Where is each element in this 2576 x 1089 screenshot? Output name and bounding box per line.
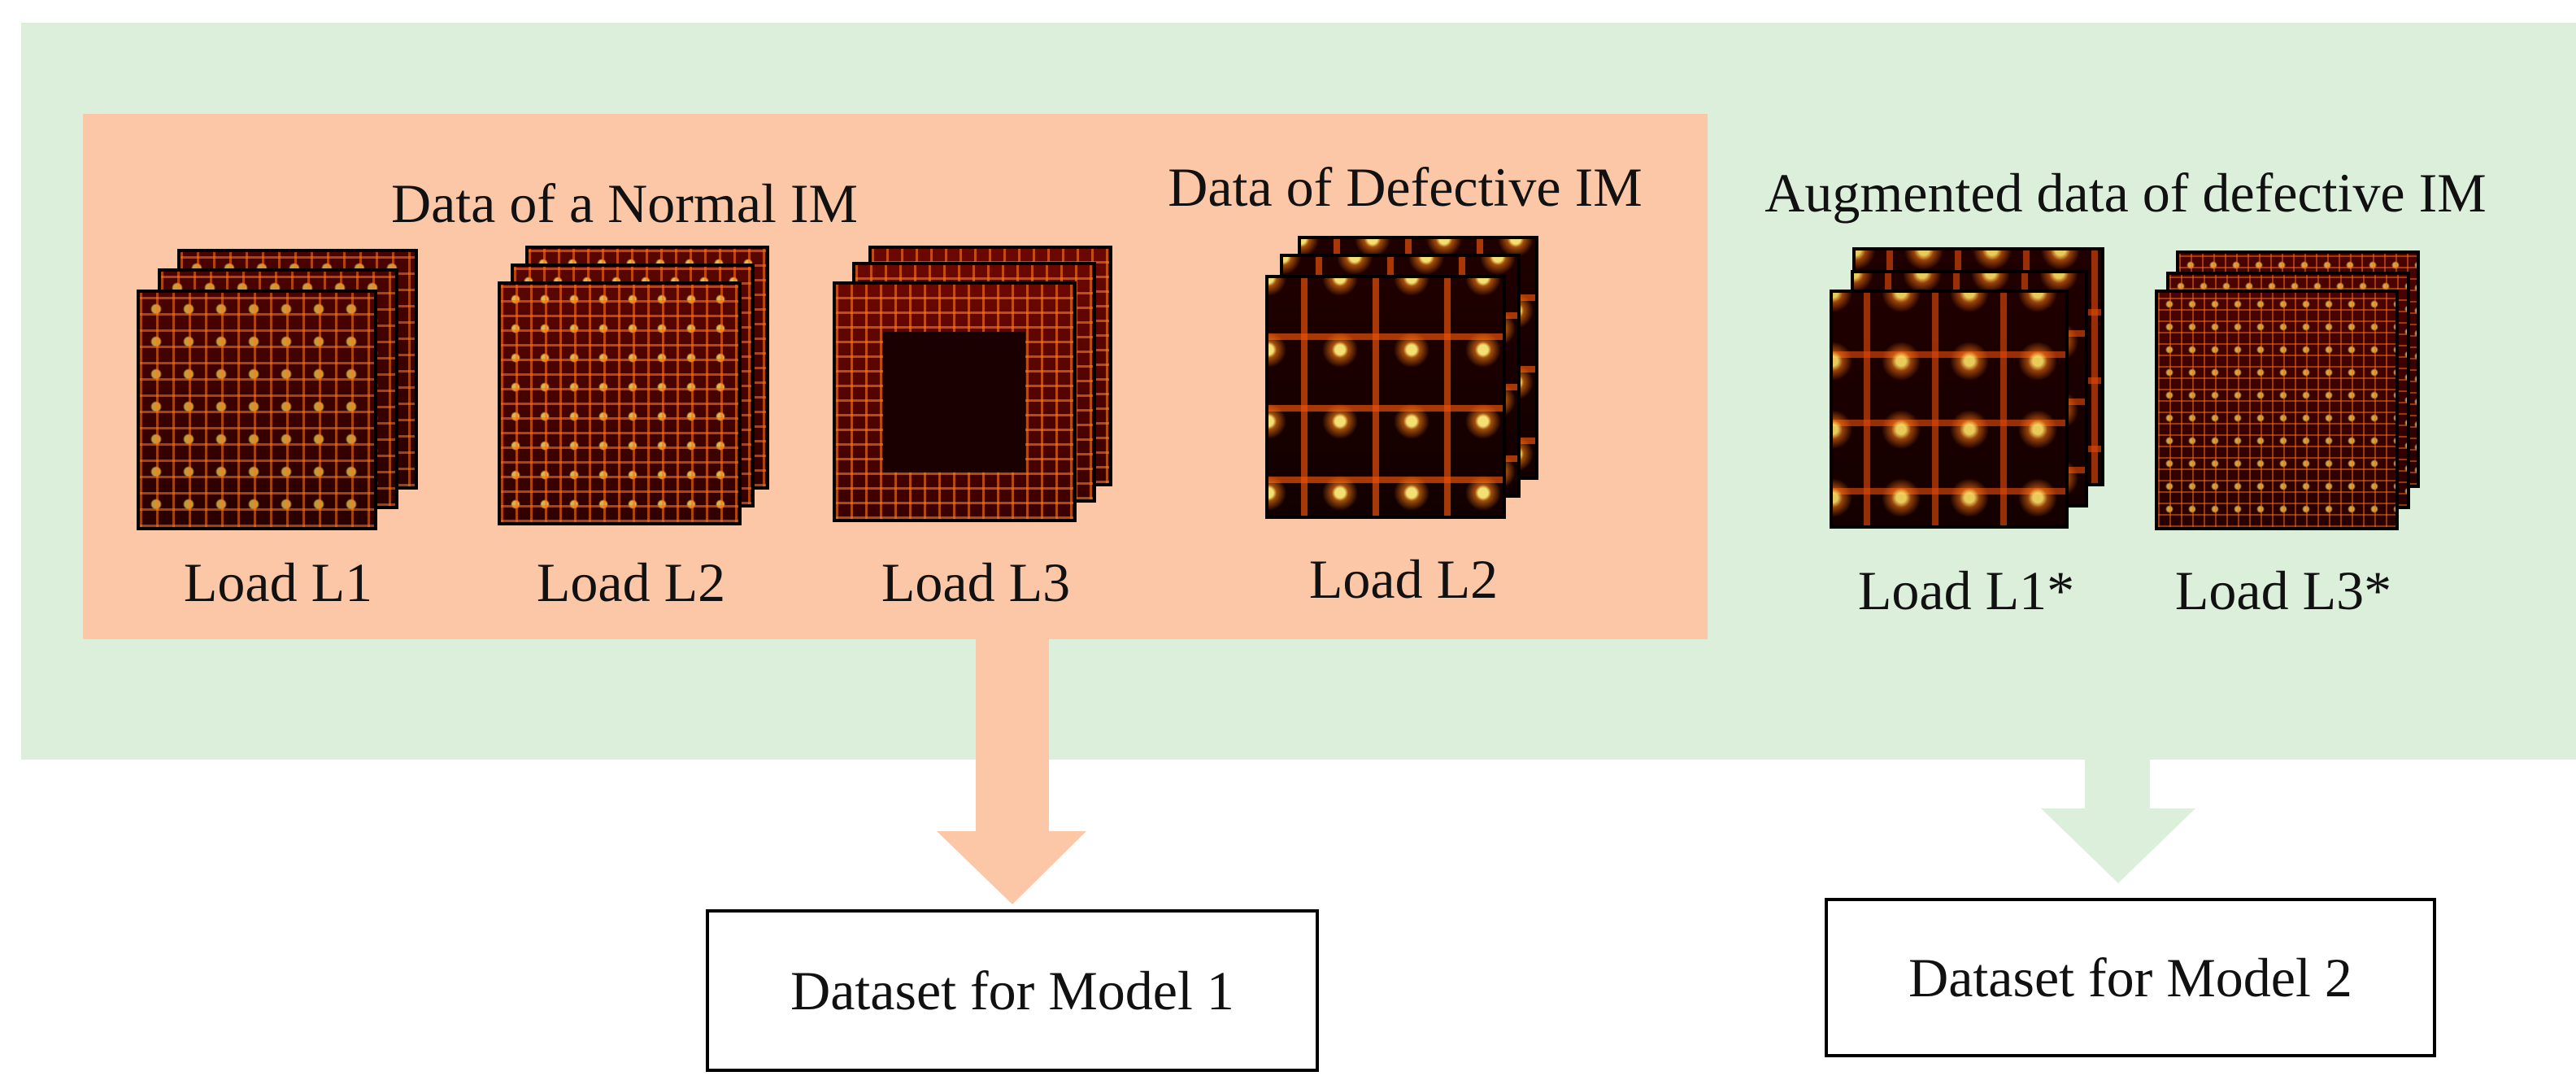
heatmap-layer xyxy=(1830,290,2069,529)
defective-l2-label: Load L2 xyxy=(1308,548,1499,610)
dataset-model1-box: Dataset for Model 1 xyxy=(706,909,1319,1072)
normal-group-title: Data of a Normal IM xyxy=(390,172,859,234)
heatmap-layer xyxy=(137,290,377,530)
augmented-l1-label: Load L1* xyxy=(1857,560,2075,621)
heatmap-layer xyxy=(498,281,742,525)
normal-l2-label: Load L2 xyxy=(536,551,726,613)
heatmap-layer xyxy=(1265,275,1506,519)
dataset-model2-box: Dataset for Model 2 xyxy=(1825,898,2436,1057)
normal-l1-label: Load L1 xyxy=(183,551,373,613)
augmented-group-title: Augmented data of defective IM xyxy=(1764,162,2487,224)
heatmap-layer xyxy=(833,281,1077,522)
defective-group-title: Data of Defective IM xyxy=(1168,156,1643,218)
arrow-to-model1 xyxy=(937,639,1086,904)
arrow-to-model2 xyxy=(2041,760,2195,883)
augmented-l3-label: Load L3* xyxy=(2174,560,2392,621)
normal-l3-label: Load L3 xyxy=(881,551,1071,613)
heatmap-layer xyxy=(2155,290,2399,530)
